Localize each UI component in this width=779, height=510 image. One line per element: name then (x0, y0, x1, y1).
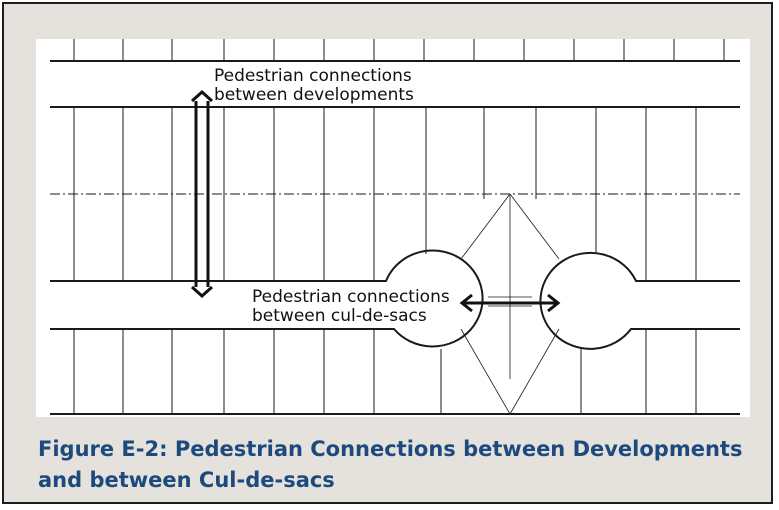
figure-caption: Figure E-2: Pedestrian Connections betwe… (38, 434, 758, 496)
pedestrian-connector-developments (190, 89, 214, 299)
label-developments-line2: between developments (214, 85, 414, 105)
site-plan-diagram: Pedestrian connections between developme… (50, 39, 740, 415)
lot-lines-lower-block (73, 329, 697, 414)
label-developments-line1: Pedestrian connections (214, 66, 412, 86)
caption-line-1: Figure E-2: Pedestrian Connections betwe… (38, 437, 743, 461)
cul-de-sac-left (50, 249, 484, 348)
pedestrian-connector-cul-de-sacs (459, 293, 561, 313)
figure-frame: Pedestrian connections between developme… (2, 2, 773, 504)
diagram-panel: Pedestrian connections between developme… (36, 39, 750, 417)
pathway-easement (460, 193, 560, 415)
lot-lines-top (73, 39, 725, 61)
caption-line-2: and between Cul-de-sacs (38, 468, 335, 492)
cul-de-sac-right (539, 251, 740, 350)
label-cul-de-sacs-line2: between cul-de-sacs (252, 306, 427, 326)
label-cul-de-sacs-line1: Pedestrian connections (252, 287, 450, 307)
